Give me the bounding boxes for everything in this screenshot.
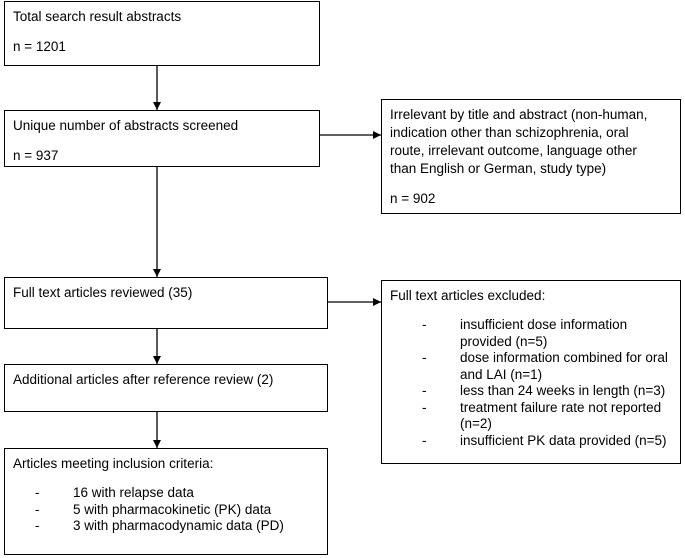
inclusion-item: - 3 with pharmacodynamic data (PD): [35, 518, 284, 533]
inclusion-item: - 5 with pharmacokinetic (PK) data: [35, 501, 272, 517]
unique-abstracts-title: Unique number of abstracts screened: [13, 118, 239, 133]
irrelevant-line: than English or German, study type): [390, 161, 607, 176]
total-abstracts-box: Total search result abstracts n = 1201: [4, 1, 320, 66]
irrelevant-count: n = 902: [390, 191, 436, 206]
excluded-item: - insufficient PK data provided (n=5): [422, 432, 667, 448]
excluded-list: - insufficient dose information provided…: [422, 317, 672, 449]
unique-abstracts-count: n = 937: [13, 148, 59, 163]
inclusion-criteria-title: Articles meeting inclusion criteria:: [13, 456, 214, 471]
fulltext-reviewed-title: Full text articles reviewed (35): [13, 285, 193, 300]
irrelevant-box: Irrelevant by title and abstract (non-hu…: [381, 99, 681, 214]
irrelevant-line: indication other than schizophrenia, ora…: [390, 125, 629, 140]
excluded-item: - less than 24 weeks in length (n=3): [422, 383, 666, 398]
fulltext-excluded-box: Full text articles excluded: - insuffici…: [381, 280, 681, 464]
total-abstracts-title: Total search result abstracts: [13, 9, 182, 24]
excluded-item: - treatment failure rate not reported (n…: [422, 399, 662, 432]
excluded-title: Full text articles excluded:: [390, 288, 546, 303]
irrelevant-line: Irrelevant by title and abstract (non-hu…: [390, 107, 648, 122]
fulltext-reviewed-box: Full text articles reviewed (35): [4, 277, 328, 329]
excluded-item: - dose information combined for oral and…: [422, 350, 668, 382]
total-abstracts-count: n = 1201: [13, 39, 66, 54]
excluded-item: - insufficient dose information provided…: [422, 317, 628, 349]
inclusion-criteria-box: Articles meeting inclusion criteria: - 1…: [4, 448, 328, 555]
inclusion-item: - 16 with relapse data: [35, 485, 194, 500]
inclusion-list: - 16 with relapse data - 5 with pharmaco…: [35, 485, 319, 535]
additional-articles-title: Additional articles after reference revi…: [13, 372, 274, 387]
irrelevant-line: route, irrelevant outcome, language othe…: [390, 143, 637, 158]
additional-articles-box: Additional articles after reference revi…: [4, 364, 328, 412]
unique-abstracts-box: Unique number of abstracts screened n = …: [4, 110, 320, 167]
